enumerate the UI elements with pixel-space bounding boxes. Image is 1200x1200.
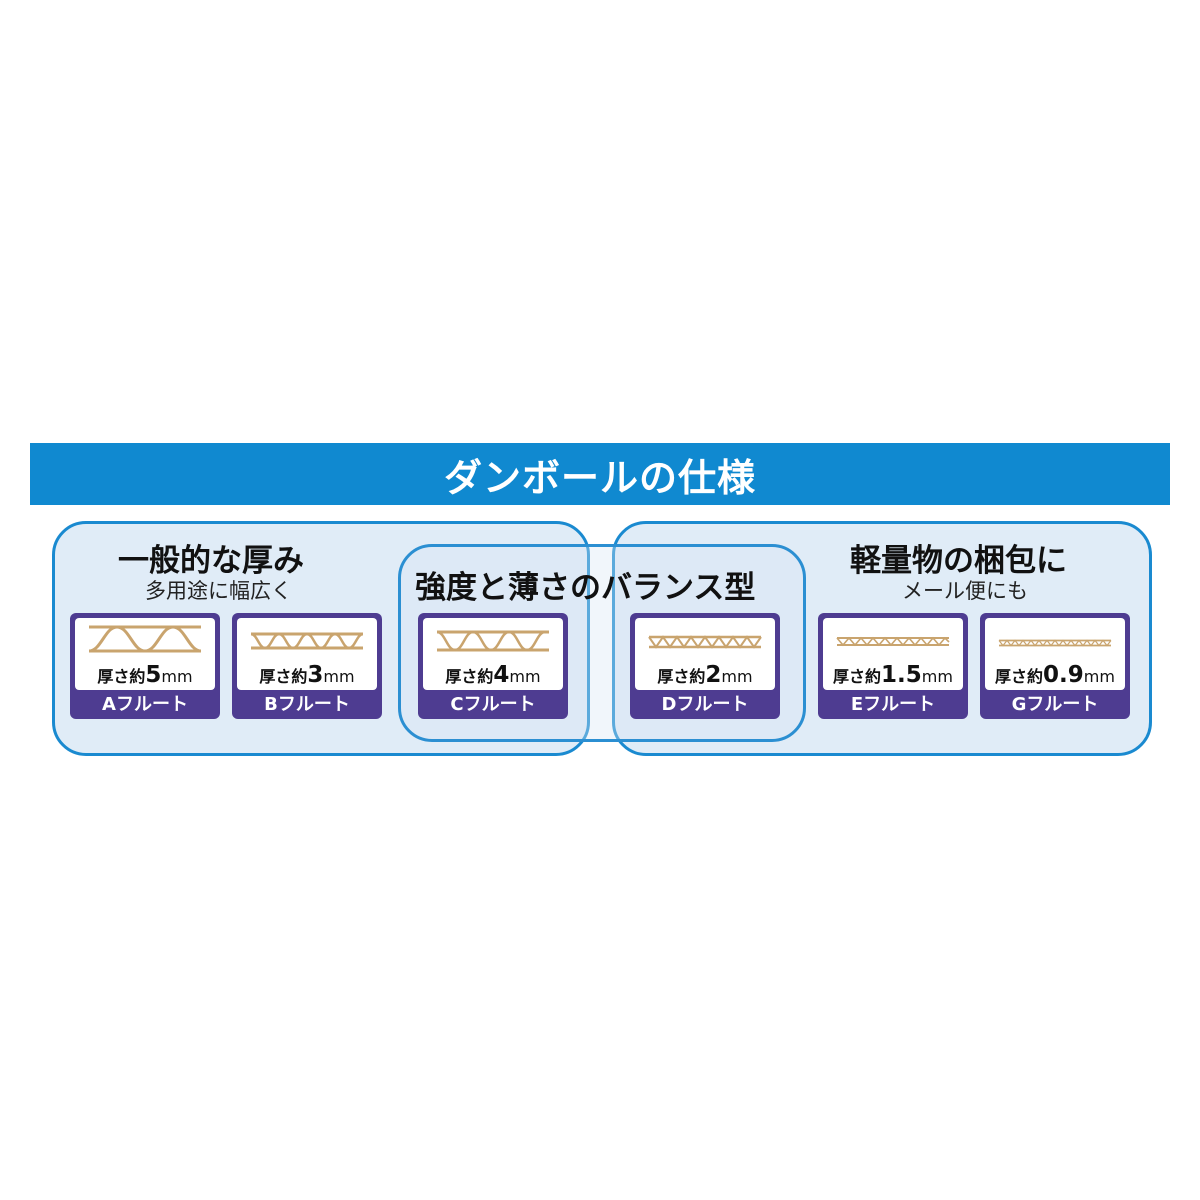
flute-card-g-panel: 厚さ約0.9mm	[985, 618, 1125, 690]
flute-card-d-panel: 厚さ約2mm	[635, 618, 775, 690]
flute-card-c-thickness: 厚さ約4mm	[445, 662, 541, 688]
flute-card-d-name: Dフルート	[661, 694, 749, 715]
flute-g-profile-icon	[998, 639, 1112, 647]
flute-card-b-thickness: 厚さ約3mm	[259, 662, 355, 688]
flute-card-c-name: Cフルート	[450, 694, 536, 715]
group-general-sub: 多用途に幅広く	[145, 579, 292, 603]
group-general-heading: 一般的な厚み	[118, 543, 304, 579]
flute-d-profile-icon	[648, 635, 762, 649]
flute-card-b: 厚さ約3mm Bフルート	[232, 613, 382, 719]
flute-card-e-panel: 厚さ約1.5mm	[823, 618, 963, 690]
flute-c-profile-icon	[436, 630, 549, 652]
flute-card-g-thickness: 厚さ約0.9mm	[995, 662, 1115, 688]
flute-card-a-thickness: 厚さ約5mm	[97, 662, 193, 688]
flute-b-profile-icon	[250, 632, 364, 650]
flute-card-e: 厚さ約1.5mm Eフルート	[818, 613, 968, 719]
flute-card-c: 厚さ約4mm Cフルート	[418, 613, 568, 719]
flute-card-b-name: Bフルート	[264, 694, 350, 715]
flute-card-d: 厚さ約2mm Dフルート	[630, 613, 780, 719]
flute-e-profile-icon	[836, 636, 950, 647]
flute-card-c-panel: 厚さ約4mm	[423, 618, 563, 690]
group-balance-heading: 強度と薄さのバランス型	[415, 570, 756, 606]
flute-card-g-name: Gフルート	[1011, 694, 1099, 715]
flute-card-e-thickness: 厚さ約1.5mm	[833, 662, 953, 688]
page-title: ダンボールの仕様	[30, 443, 1170, 505]
flute-card-g: 厚さ約0.9mm Gフルート	[980, 613, 1130, 719]
flute-card-a-panel: 厚さ約5mm	[75, 618, 215, 690]
flute-card-d-thickness: 厚さ約2mm	[657, 662, 753, 688]
group-light-heading: 軽量物の梱包に	[850, 543, 1067, 579]
flute-card-a: 厚さ約5mm Aフルート	[70, 613, 220, 719]
flute-card-e-name: Eフルート	[850, 694, 936, 715]
flute-card-a-name: Aフルート	[102, 694, 188, 715]
flute-a-profile-icon	[88, 625, 202, 653]
group-light-sub: メール便にも	[902, 579, 1028, 603]
flute-card-b-panel: 厚さ約3mm	[237, 618, 377, 690]
